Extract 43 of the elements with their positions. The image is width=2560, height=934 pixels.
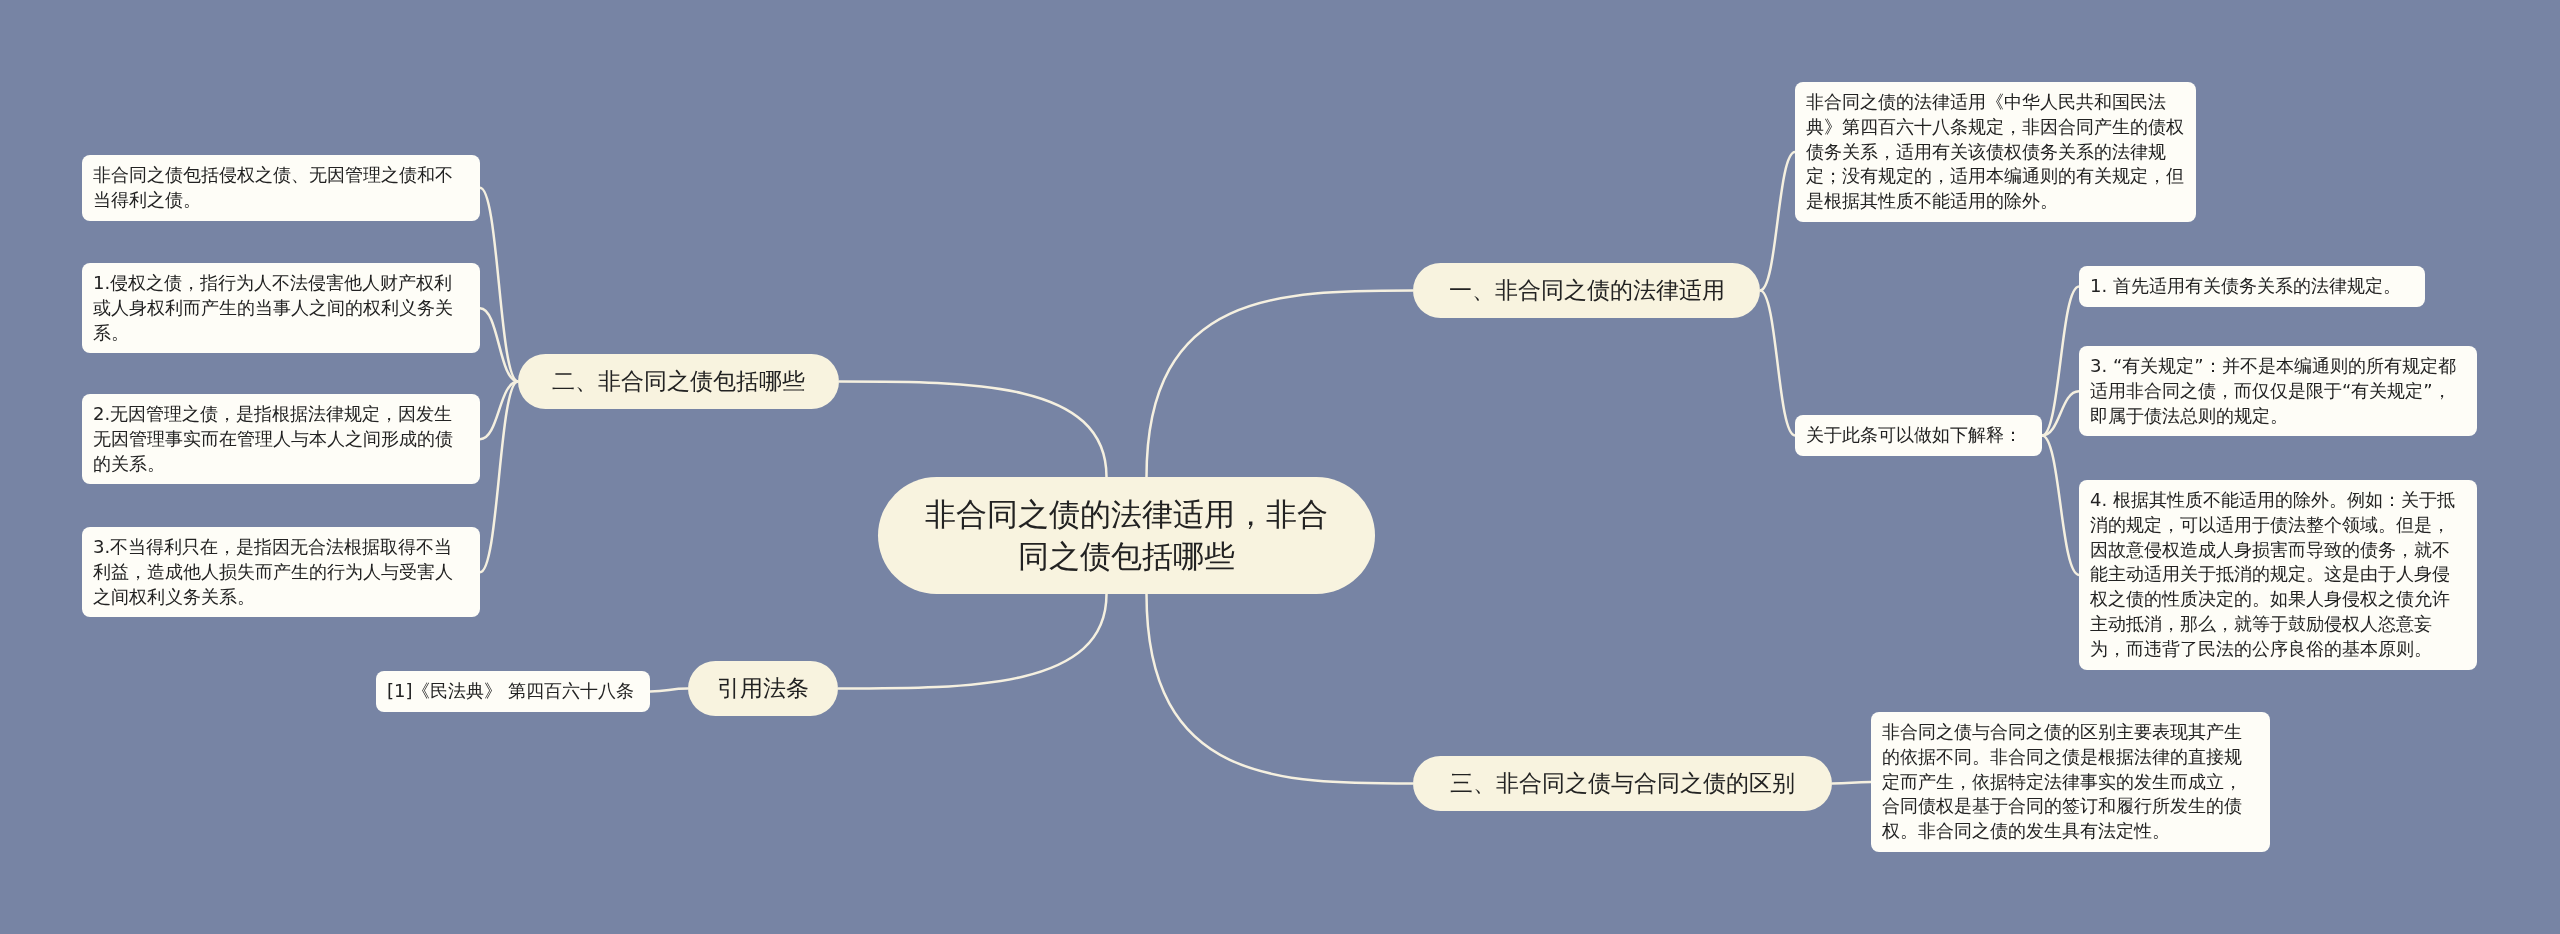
connector-line [1832,780,1871,785]
connector-line [1759,289,1796,437]
note-text: [1]《民法典》 第四百六十八条 [387,680,635,701]
connector-line [2041,434,2080,576]
note-text: 非合同之债包括侵权之债、无因管理之债和不当得利之债。 [93,164,453,210]
note-box [82,263,480,354]
note-box [1871,712,2270,853]
topic-text: 三、非合同之债与合同之债的区别 [1450,770,1795,796]
note-text: 4. 根据其性质不能适用的除外。例如：关于抵消的规定，可以适用于债法整个领域。但是，因故意侵权造成人身损害而导致的债务，就不能主动适用关于抵消的规定。这是由于人身侵权之债的性质决定的。如果人身侵权之债允许主动抵消，那么，就等于鼓励侵权人恣意妄为，而违背了民法的公序良俗的基本原则。 [2090,489,2455,659]
note-box [2079,346,2477,437]
note-box [82,527,480,618]
connector-line [839,380,1108,478]
note-text: 3. “有关规定”：并不是本编通则的所有规定都适用非合同之债，而仅仅是限于“有关规定”，即属于债法总则的规定。 [2090,355,2456,426]
topic-box [1413,263,1760,318]
note-box [376,671,650,712]
note-text: 3.不当得利只在，是指因无合法根据取得不当利益，造成他人损失而产生的行为人与受害人之间权利义务关系。 [93,536,453,607]
topic-text: 二、非合同之债包括哪些 [552,368,805,394]
topic-box [518,354,839,409]
note-box [2079,480,2477,670]
note-text: 非合同之债的法律适用《中华人民共和国民法典》第四百六十八条规定，非因合同产生的债权债务关系，适用有关该债权债务关系的法律规定；没有规定的，适用本编通则的有关规定，但是根据其性质不能适用的除外。 [1806,91,2184,212]
connector-line [1759,151,1796,292]
note-text: 2.无因管理之债，是指根据法律规定，因发生无因管理事实而在管理人与本人之间形成的债的关系。 [93,403,453,474]
connector-line [1145,593,1413,785]
topic-text: 一、非合同之债的法律适用 [1448,277,1725,303]
note-text: 1. 首先适用有关债务关系的法律规定。 [2090,275,2401,296]
topic-text: 引用法条 [717,675,809,701]
note-box [1795,82,2196,223]
central-topic-text: 非合同之债的法律适用，非合同之债包括哪些 [924,494,1329,576]
note-box [2079,266,2425,307]
topic-box [1413,756,1832,811]
note-text: 关于此条可以做如下解释： [1806,424,2022,445]
connector-line [838,593,1108,690]
note-box [82,155,480,221]
note-text: 1.侵权之债，指行为人不法侵害他人财产权利或人身权利而产生的当事人之间的权利义务关系。 [93,272,453,343]
note-box [1795,415,2042,456]
connector-line [1145,289,1413,478]
connector-line [2041,285,2080,437]
note-text: 非合同之债与合同之债的区别主要表现其产生的依据不同。非合同之债是根据法律的直接规定而产生，依据特定法律事实的发生而成立，合同债权是基于合同的签订和履行所发生的债权。非合同之债的发生具有法定性。 [1882,721,2242,842]
note-box [82,394,480,485]
topic-box [688,661,838,716]
connector-line [479,307,519,383]
connector-line [479,380,519,574]
connector-line [479,186,519,383]
